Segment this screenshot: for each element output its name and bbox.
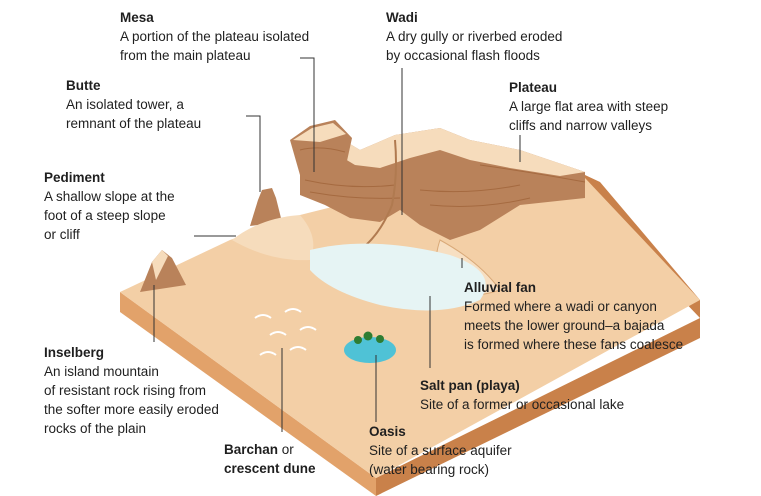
mesa-desc-2: from the main plateau (120, 48, 251, 63)
oasis-title: Oasis (369, 424, 406, 439)
mesa-title: Mesa (120, 10, 154, 25)
plateau-desc-1: A large flat area with steep (509, 99, 669, 114)
inselberg-highlight (152, 250, 168, 280)
pediment-desc-2: foot of a steep slope (44, 208, 166, 223)
butte-desc-2: remnant of the plateau (66, 116, 202, 131)
pediment-slope (232, 215, 314, 261)
alluvial-fan-desc-1: Formed where a wadi or canyon (464, 299, 657, 314)
mesa-desc-1: A portion of the plateau isolated (120, 29, 310, 44)
label-barchan: Barchan or crescent dune (224, 440, 316, 478)
pediment-desc-1: A shallow slope at the (44, 189, 175, 204)
label-oasis: Oasis Site of a surface aquifer (water b… (369, 422, 512, 479)
label-salt-pan: Salt pan (playa) Site of a former or occ… (420, 376, 624, 414)
wadi-title: Wadi (386, 10, 418, 25)
butte-title: Butte (66, 78, 101, 93)
alluvial-fan-title: Alluvial fan (464, 280, 537, 295)
wadi-channel (359, 139, 397, 251)
mesa-top (293, 123, 346, 142)
oasis-desc-1: Site of a surface aquifer (369, 443, 512, 458)
leader-mesa (300, 57, 315, 172)
strata-lines (299, 147, 586, 207)
palm-trees (354, 331, 384, 344)
butte-desc-1: An isolated tower, a (66, 97, 184, 112)
block-front-face (120, 292, 376, 496)
barchan-title-2: crescent dune (224, 461, 316, 476)
label-mesa: Mesa A portion of the plateau isolated f… (120, 8, 309, 65)
wadi-desc-1: A dry gully or riverbed eroded (386, 29, 563, 44)
plateau-top (330, 128, 585, 176)
leader-lines (153, 57, 521, 432)
oasis-desc-2: (water bearing rock) (369, 462, 490, 477)
inselberg-desc-2: of resistant rock rising from (44, 383, 207, 398)
inselberg-desc-3: the softer more easily eroded (44, 402, 219, 417)
label-alluvial-fan: Alluvial fan Formed where a wadi or cany… (464, 278, 683, 354)
salt-pan-shape (310, 243, 486, 311)
barchan-joiner: or (278, 442, 294, 457)
butte-shape (250, 188, 282, 226)
label-pediment: Pediment A shallow slope at the foot of … (44, 168, 175, 244)
oasis-water (344, 337, 396, 363)
block-right-face (376, 318, 700, 496)
inselberg-title: Inselberg (44, 345, 105, 360)
barchan-dunes (254, 308, 317, 356)
inselberg-desc-4: rocks of the plain (44, 421, 147, 436)
leader-butte (246, 115, 261, 192)
label-inselberg: Inselberg An island mountain of resistan… (44, 343, 219, 438)
label-plateau: Plateau A large flat area with steep cli… (509, 78, 668, 135)
salt-pan-desc-1: Site of a former or occasional lake (420, 397, 625, 412)
inselberg-shape (140, 250, 186, 292)
salt-pan-title: Salt pan (playa) (420, 378, 520, 393)
alluvial-fan-desc-3: is formed where these fans coalesce (464, 337, 684, 352)
label-wadi: Wadi A dry gully or riverbed eroded by o… (386, 8, 562, 65)
alluvial-fan-desc-2: meets the lower ground–a bajada (464, 318, 665, 333)
plateau-title: Plateau (509, 80, 558, 95)
pediment-desc-3: or cliff (44, 227, 80, 242)
label-butte: Butte An isolated tower, a remnant of th… (66, 76, 201, 133)
pediment-title: Pediment (44, 170, 105, 185)
plateau-desc-2: cliffs and narrow valleys (509, 118, 653, 133)
wadi-desc-2: by occasional flash floods (386, 48, 540, 63)
barchan-title: Barchan (224, 442, 279, 457)
inselberg-desc-1: An island mountain (44, 364, 159, 379)
